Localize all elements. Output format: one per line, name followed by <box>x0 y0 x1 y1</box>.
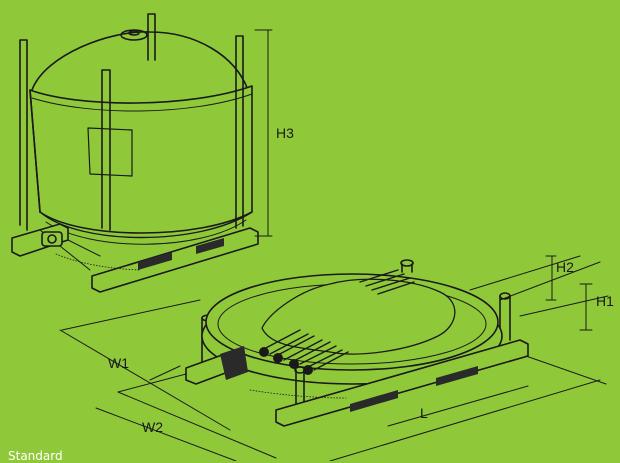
label-h1: H1 <box>596 293 614 309</box>
front-right-post <box>235 35 244 229</box>
front-left-post <box>101 69 111 231</box>
base-block-2 <box>196 238 224 254</box>
label-h3: H3 <box>276 125 294 141</box>
tank-sleeve <box>29 85 253 234</box>
label-panel <box>87 127 133 177</box>
label-l: L <box>420 405 428 421</box>
folded-bag <box>261 278 456 355</box>
erected-tank <box>11 13 259 293</box>
dimension-lines <box>59 255 609 461</box>
collapsed-front-skid <box>275 339 529 427</box>
h3-dimension <box>254 29 273 237</box>
collapsed-tank <box>185 259 529 427</box>
rear-right-post <box>147 13 156 61</box>
label-w2: W2 <box>142 419 163 435</box>
rear-left-post <box>19 39 28 231</box>
fill-cap <box>120 29 148 41</box>
caption-text: Standard <box>8 449 63 463</box>
label-w1: W1 <box>108 355 129 371</box>
collapsed-block-2 <box>436 366 478 386</box>
right-skid <box>91 227 259 293</box>
collapsed-block-1 <box>350 390 398 412</box>
outlet-valve <box>41 231 63 247</box>
folded-pipes <box>259 269 415 375</box>
collapsed-valve <box>220 346 248 380</box>
base-block-1 <box>138 252 172 270</box>
label-h2: H2 <box>556 259 574 275</box>
tank-dome <box>31 31 249 91</box>
